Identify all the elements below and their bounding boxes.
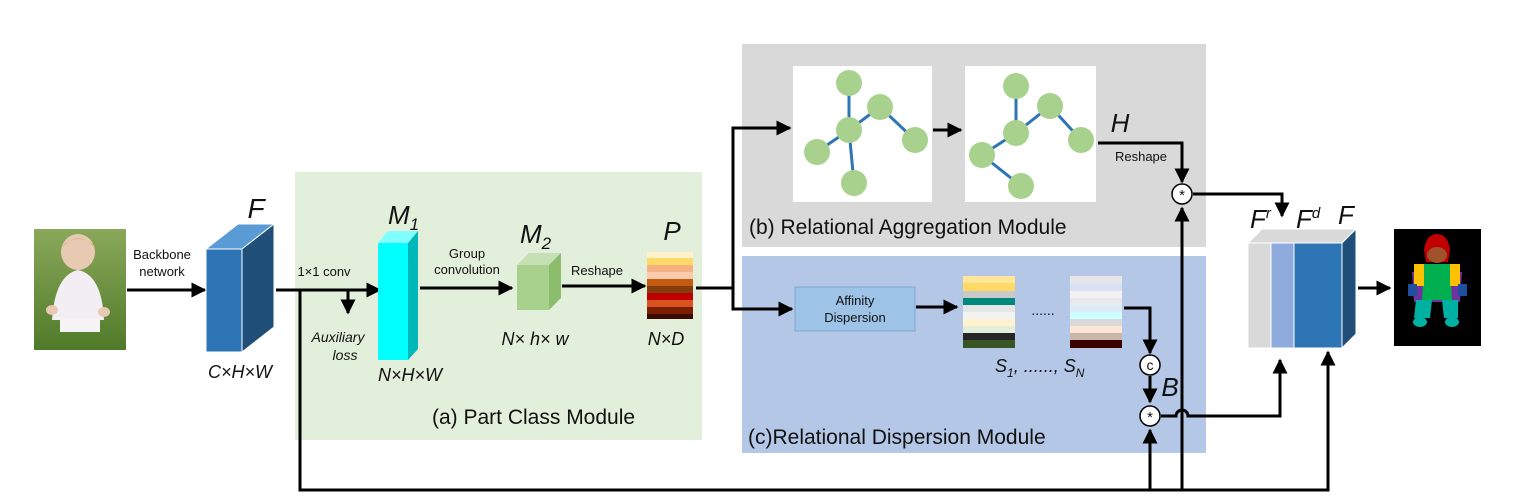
concat-symbol (1139, 354, 1161, 376)
CHW-label: C×H×W (208, 362, 274, 382)
reshape-b-label: Reshape (1115, 149, 1167, 164)
group-conv-label-2: convolution (434, 262, 500, 277)
S-dots: ...... (1031, 302, 1054, 318)
NHW-label: N×H×W (378, 365, 444, 385)
affinity-label-1: Affinity (836, 293, 875, 308)
M2-label: M2 (520, 219, 552, 253)
S1-stack (963, 276, 1015, 348)
P-label: P (663, 216, 681, 246)
backbone-label-2: network (139, 264, 185, 279)
affinity-dispersion-box (794, 286, 916, 332)
ND-label: N×D (648, 329, 685, 349)
backbone-label-1: Backbone (133, 247, 191, 262)
mult-symbol-dispersion (1139, 405, 1161, 427)
auxiliary-label-1: Auxiliary (311, 329, 366, 345)
mult-symbol-aggregation (1171, 183, 1193, 205)
S-sequence-label: S1, ......, SN (995, 356, 1085, 380)
graph-1 (804, 70, 928, 196)
conv1x1-label: 1×1 conv (297, 264, 351, 279)
part-class-module-bg (295, 172, 702, 440)
input-image (34, 229, 126, 350)
graph-2 (969, 73, 1094, 199)
output-segmentation (1394, 229, 1481, 346)
B-label: B (1161, 372, 1178, 402)
Nhw-label: N× h× w (501, 329, 569, 349)
m2-block (517, 253, 561, 310)
part-class-module-title: (a) Part Class Module (432, 406, 635, 429)
arrow-aggregation-to-Fr (1193, 192, 1290, 218)
feature-block-F (204, 222, 276, 354)
m1-block (378, 231, 418, 360)
arrow-H-to-mult (1098, 141, 1190, 184)
arrow-S-to-concat (1124, 306, 1158, 355)
mult-symbol-dispersion-label: * (1147, 409, 1153, 426)
group-conv-label-1: Group (449, 246, 485, 261)
skip-connection-bottom (298, 290, 1336, 492)
affinity-label-2: Dispersion (824, 310, 885, 325)
connector-to-affinity (731, 288, 794, 317)
M1-label: M1 (388, 200, 419, 234)
output-feature-stack (1246, 227, 1358, 350)
mult-symbol-aggregation-label: * (1179, 187, 1185, 204)
concat-symbol-label: c (1147, 357, 1154, 373)
relational-dispersion-module-title: (c)Relational Dispersion Module (748, 426, 1046, 449)
F-main-label: F (247, 193, 266, 224)
relational-aggregation-module-title: (b) Relational Aggregation Module (749, 216, 1067, 239)
reshape-a-label: Reshape (571, 263, 623, 278)
Fr-label: Fr (1250, 204, 1272, 234)
connector-P-to-branches (696, 120, 792, 290)
P-stack (647, 252, 693, 319)
H-label: H (1111, 108, 1130, 138)
auxiliary-label-2: loss (333, 347, 358, 363)
SN-stack (1070, 276, 1122, 348)
F-out-label: F (1338, 200, 1356, 230)
Fd-label: Fd (1296, 204, 1321, 234)
